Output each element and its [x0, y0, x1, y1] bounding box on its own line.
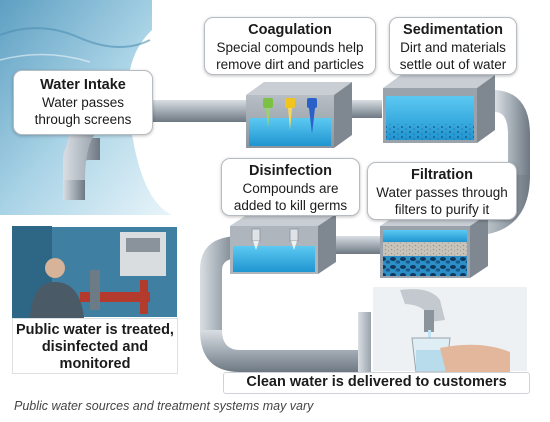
dye-yellow-icon — [285, 98, 295, 130]
disinfection-title: Disinfection — [249, 163, 332, 179]
disinfection-callout: Disinfection Compounds are added to kill… — [221, 158, 360, 216]
photo-caption-line3: monitored — [59, 356, 131, 372]
coagulation-line1: Special compounds help — [216, 40, 364, 55]
water-intake-title: Water Intake — [40, 77, 126, 93]
coagulation-tank — [246, 82, 352, 148]
water-intake-callout: Water Intake Water passes through screen… — [13, 70, 153, 135]
delivery-caption: Clean water is delivered to customers — [223, 372, 530, 394]
water-intake-line1: Water passes — [41, 95, 125, 110]
sedimentation-callout: Sedimentation Dirt and materials settle … — [389, 17, 517, 75]
coagulation-title: Coagulation — [248, 22, 332, 38]
disinfection-tank — [230, 214, 336, 274]
treatment-plant-photo — [11, 225, 179, 319]
filtration-line2: filters to purify it — [394, 202, 490, 217]
sedimentation-title: Sedimentation — [403, 22, 503, 38]
delivery-caption-text: Clean water is delivered to customers — [246, 374, 507, 390]
disinfection-line1: Compounds are — [242, 181, 339, 196]
dye-blue-icon — [307, 98, 317, 134]
sedimentation-tank — [383, 75, 495, 143]
photo-caption-line2: disinfected and — [41, 339, 149, 355]
tap-water-photo — [371, 285, 529, 373]
filtration-tank — [380, 214, 488, 278]
disinfection-line2: added to kill germs — [233, 198, 348, 213]
footnote: Public water sources and treatment syste… — [14, 399, 314, 413]
coagulation-line2: remove dirt and particles — [216, 57, 364, 72]
filtration-title: Filtration — [410, 167, 474, 183]
photo-caption-box: Public water is treated, disinfected and… — [12, 318, 178, 374]
dye-green-icon — [263, 98, 273, 128]
sedimentation-line1: Dirt and materials — [400, 40, 506, 55]
filtration-callout: Filtration Water passes through filters … — [367, 162, 517, 220]
photo-caption-line1: Public water is treated, — [16, 322, 174, 338]
sedimentation-line2: settle out of water — [399, 57, 507, 72]
filtration-line1: Water passes through — [376, 185, 508, 200]
coagulation-callout: Coagulation Special compounds help remov… — [204, 17, 376, 75]
water-intake-line2: through screens — [34, 112, 132, 127]
